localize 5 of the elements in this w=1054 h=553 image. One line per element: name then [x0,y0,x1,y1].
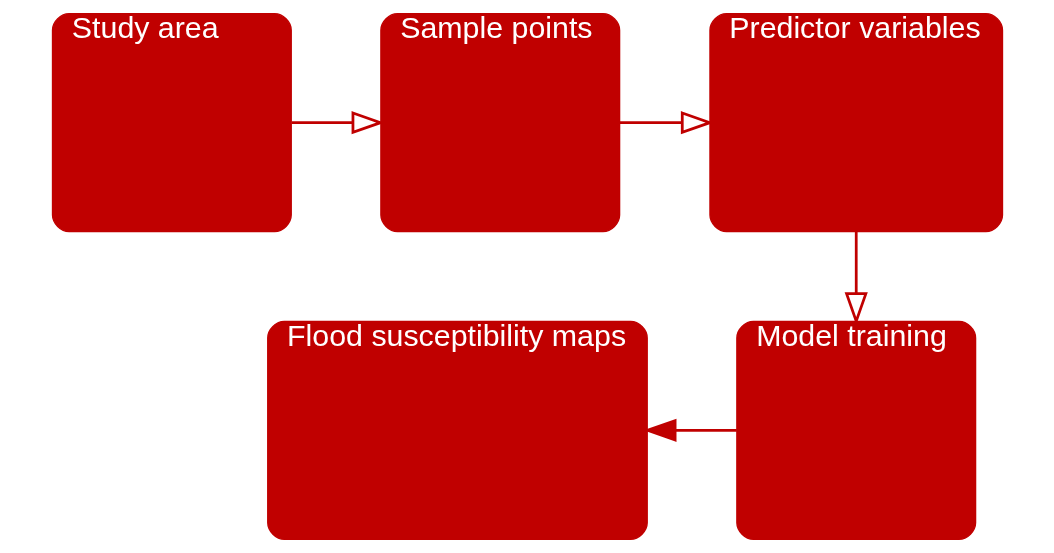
node-box: Model training [735,320,976,541]
node-box: Predictor variables [708,12,1003,233]
node-box: Flood susceptibility maps [266,320,648,541]
node-box: Study area [51,12,292,233]
node-box: Sample points [379,12,620,233]
